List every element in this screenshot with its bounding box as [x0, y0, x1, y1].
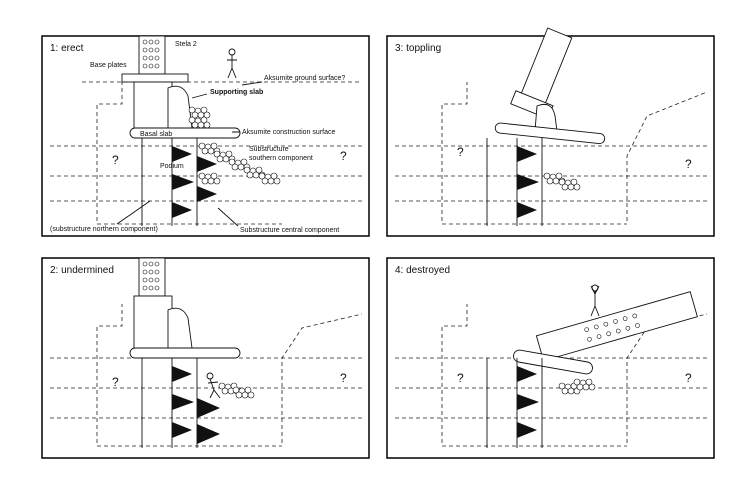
label-supporting-slab: Supporting slab	[210, 89, 263, 96]
panel-destroyed: 4: destroyed ? ?	[386, 257, 715, 459]
panel-title: 1: erect	[50, 43, 84, 54]
panel-title: 2: undermined	[50, 265, 114, 276]
question-mark: ?	[340, 149, 347, 163]
label-substructure-central: Substructure central component	[240, 227, 339, 234]
question-mark: ?	[340, 371, 347, 385]
panel-toppling: 3: toppling ? ?	[386, 27, 715, 237]
question-mark: ?	[685, 157, 692, 171]
label-ground-surface: Aksumite ground surface?	[264, 75, 345, 82]
label-substructure-southern: Substructure	[249, 146, 289, 153]
label-basal-slab: Basal slab	[140, 131, 172, 138]
label-construction-surface: Aksumite construction surface	[242, 129, 335, 136]
label-substructure-southern-2: southern component	[249, 155, 313, 162]
question-mark: ?	[457, 145, 464, 159]
question-mark: ?	[457, 371, 464, 385]
panel-erect: 1: erect	[41, 35, 370, 237]
label-podium: Podium	[160, 163, 184, 170]
label-stela: Stela 2	[175, 41, 197, 48]
panel-title: 3: toppling	[395, 43, 441, 54]
label-substructure-northern: (substructure northern component)	[50, 226, 158, 233]
label-base-plates: Base plates	[90, 62, 127, 69]
person-figure	[227, 48, 237, 79]
panel-title: 4: destroyed	[395, 265, 450, 276]
question-mark: ?	[112, 153, 119, 167]
panel-undermined: 2: undermined ? ?	[41, 257, 370, 459]
question-mark: ?	[685, 371, 692, 385]
question-mark: ?	[112, 375, 119, 389]
